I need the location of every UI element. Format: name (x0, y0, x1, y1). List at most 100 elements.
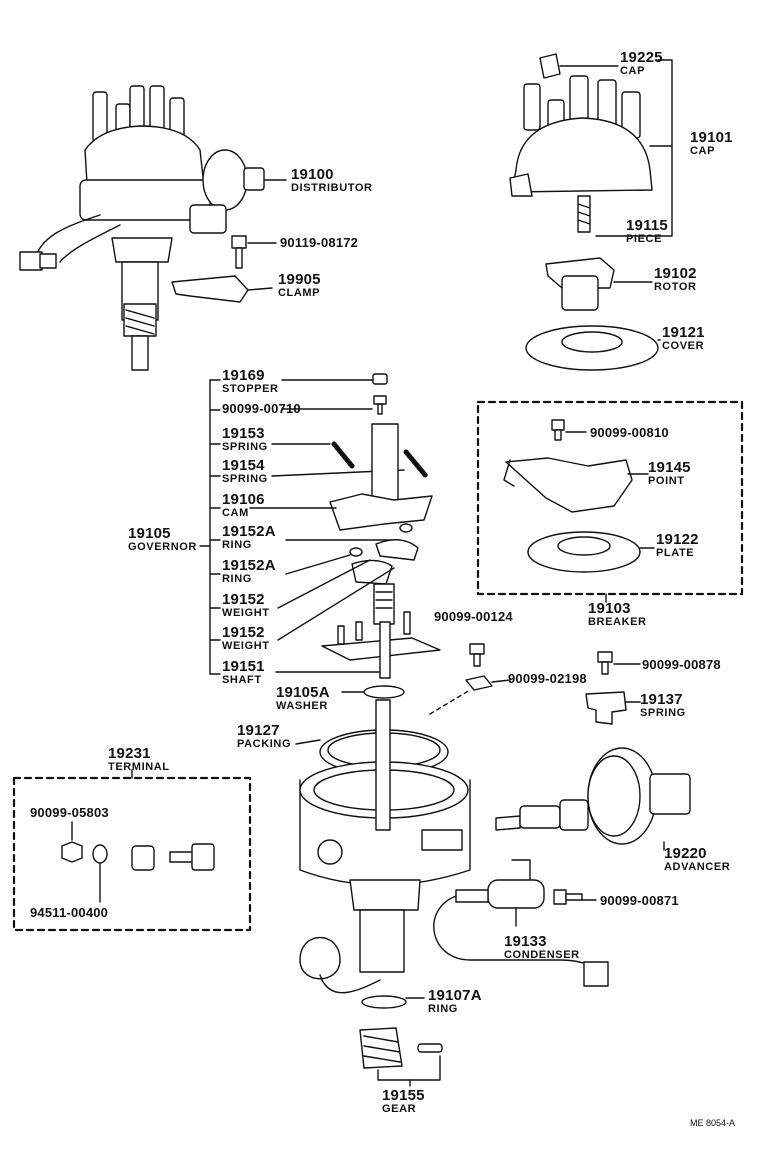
label-19115: 19115 PIECE (626, 218, 668, 245)
part-name: PIECE (626, 233, 663, 245)
screw-90099-00124-illustration (469, 643, 485, 667)
part-number: 19127 (237, 722, 280, 739)
part-number: 19220 (664, 845, 707, 862)
label-19152-top: 19152 WEIGHT (222, 592, 270, 619)
part-number: 19153 (222, 425, 265, 442)
label-19220: 19220 ADVANCER (664, 846, 730, 873)
part-name: GEAR (382, 1103, 417, 1115)
gear-illustration (359, 1027, 443, 1087)
label-19153: 19153 SPRING (222, 426, 268, 453)
part-number: 19103 (588, 600, 631, 617)
bolt-90119-08172-illustration (231, 235, 277, 269)
cap-illustration (509, 53, 673, 237)
part-name: CAP (690, 145, 716, 157)
part-name: COVER (662, 340, 705, 352)
label-19145: 19145 POINT (648, 460, 691, 487)
label-19152A-top: 19152A RING (222, 524, 276, 551)
spring-19137-illustration (585, 691, 641, 725)
breaker-group-box (476, 400, 744, 596)
condenser-illustration (433, 859, 609, 987)
distributor-assembly-illustration (19, 85, 265, 371)
part-number: 19137 (640, 691, 683, 708)
part-number: 19106 (222, 491, 265, 508)
part-name: WASHER (276, 700, 328, 712)
part-number: 19122 (656, 531, 699, 548)
screw-90099-00878-illustration (597, 651, 641, 675)
label-19122: 19122 PLATE (656, 532, 699, 559)
part-number: 19105A (276, 684, 330, 701)
part-number: 90099-00878 (642, 657, 721, 672)
label-19105: 19105 GOVERNOR (128, 526, 197, 553)
part-number: 90119-08172 (280, 235, 359, 250)
part-number: 19145 (648, 459, 691, 476)
housing-illustration (295, 699, 471, 1009)
part-number: 90099-02198 (508, 671, 587, 686)
part-name: RING (222, 573, 252, 585)
part-name: CLAMP (278, 287, 321, 299)
part-number: 19102 (654, 265, 697, 282)
part-name: WEIGHT (222, 640, 270, 652)
part-name: SPRING (222, 441, 268, 453)
part-number: 19152A (222, 557, 276, 574)
label-19155: 19155 GEAR (382, 1088, 425, 1115)
part-name: CAP (620, 65, 646, 77)
part-name: BREAKER (588, 616, 647, 628)
terminal-parts-illustration (61, 769, 215, 903)
label-19154: 19154 SPRING (222, 458, 268, 485)
label-19100: 19100 DISTRIBUTOR (291, 167, 373, 194)
part-name: SHAFT (222, 674, 262, 686)
label-90099-02198: 90099-02198 (508, 672, 587, 685)
part-number: 90099-00710 (222, 401, 301, 416)
part-name: STOPPER (222, 383, 279, 395)
part-name: CAM (222, 507, 249, 519)
part-number: 19152A (222, 523, 276, 540)
clamp-illustration (171, 275, 273, 303)
part-name: RING (222, 539, 252, 551)
part-number: 94511-00400 (30, 905, 109, 920)
label-90099-00124: 90099-00124 (434, 610, 513, 623)
label-19107A: 19107A RING (428, 988, 482, 1015)
drawing-code: ME 8054-A (690, 1118, 736, 1128)
part-number: 90099-00871 (600, 893, 679, 908)
part-number: 90099-00124 (434, 609, 513, 624)
part-name: PLATE (656, 547, 695, 559)
label-19106: 19106 CAM (222, 492, 265, 519)
screw-90099-00871-illustration (553, 889, 597, 905)
part-number: 19133 (504, 933, 547, 950)
part-number: 19121 (662, 324, 705, 341)
part-number: 19225 (620, 49, 663, 66)
part-number: 19152 (222, 591, 265, 608)
label-19102: 19102 ROTOR (654, 266, 697, 293)
part-name: GOVERNOR (128, 541, 197, 553)
label-90099-00710: 90099-00710 (222, 402, 301, 415)
part-number: 19231 (108, 745, 151, 762)
label-90119-08172: 90119-08172 (280, 236, 358, 249)
label-90099-00871: 90099-00871 (600, 894, 679, 907)
part-number: 19100 (291, 166, 334, 183)
part-name: DISTRIBUTOR (291, 182, 373, 194)
part-name: TERMINAL (108, 761, 170, 773)
label-19137: 19137 SPRING (640, 692, 686, 719)
label-19225: 19225 CAP (620, 50, 663, 77)
label-90099-05803: 90099-05803 (30, 806, 109, 819)
part-name: SPRING (222, 473, 268, 485)
label-19231: 19231 TERMINAL (108, 746, 170, 773)
part-number: 19152 (222, 624, 265, 641)
part-name: ADVANCER (664, 861, 731, 873)
label-19152A-bottom: 19152A RING (222, 558, 276, 585)
label-19905: 19905 CLAMP (278, 272, 321, 299)
part-name: ROTOR (654, 281, 697, 293)
part-number: 19115 (626, 217, 668, 234)
label-19151: 19151 SHAFT (222, 659, 265, 686)
part-number: 19905 (278, 271, 321, 288)
part-number: 19169 (222, 367, 265, 384)
label-19121: 19121 COVER (662, 325, 705, 352)
breaker-parts-illustration (503, 419, 655, 603)
label-19103: 19103 BREAKER (588, 601, 647, 628)
label-19169: 19169 STOPPER (222, 368, 279, 395)
part-number: 19107A (428, 987, 482, 1004)
label-19105A: 19105A WASHER (276, 685, 330, 712)
label-94511-00400: 94511-00400 (30, 906, 108, 919)
